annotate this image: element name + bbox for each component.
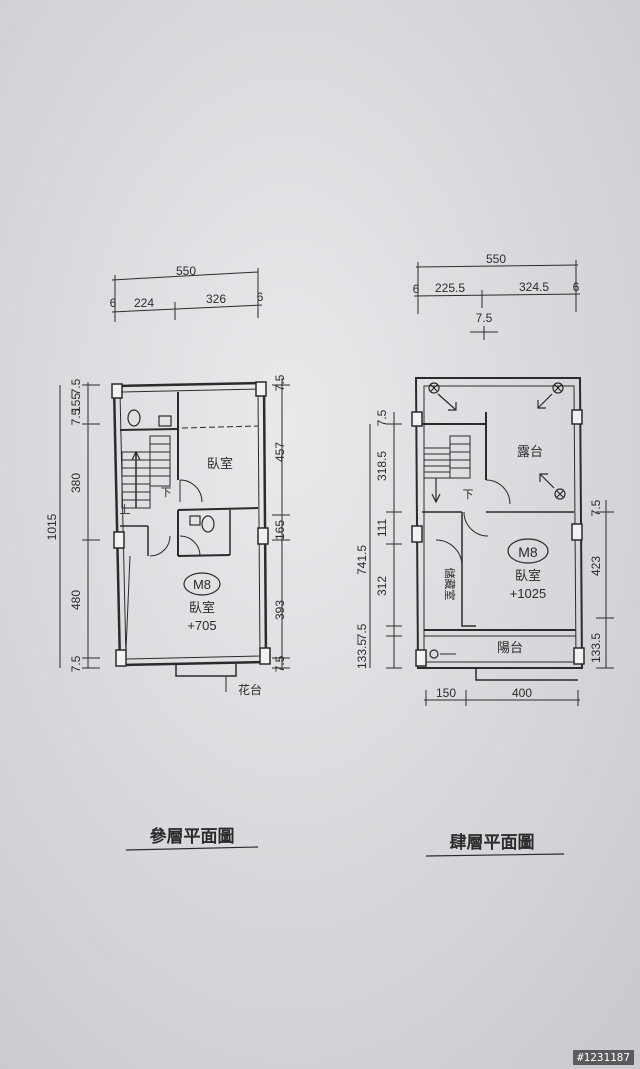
dim-top-seg-1: 6: [110, 296, 117, 310]
badge-label-4f: M8: [518, 544, 538, 560]
stair-down-label: 下: [161, 487, 172, 499]
dim-top-seg-1-4f: 6: [413, 282, 420, 296]
dim-right-seg-3-4f: 133.5: [589, 633, 603, 663]
sink-icon: [158, 415, 172, 427]
column: [257, 527, 269, 545]
dim-top-seg-2-4f: 225.5: [435, 281, 465, 295]
dim-top-seg-4: 6: [257, 290, 264, 304]
flower-bed-label: 花台: [238, 682, 262, 697]
room-label-bedroom-upper: 臥室: [207, 456, 233, 471]
dim-top-note-4f: 7.5: [476, 311, 493, 325]
outer-walls-4f: [414, 377, 584, 669]
sink-icon: [189, 515, 201, 526]
dim-left-total: 1015: [45, 513, 59, 540]
badge-ellipse: [183, 572, 221, 596]
room-label-bedroom-main: 臥室: [189, 600, 215, 615]
toilet-icon: [127, 409, 141, 427]
dim-bottom-seg-2-4f: 400: [512, 686, 532, 700]
dim-left-total-4f: 741.5: [355, 545, 369, 575]
badge-label: M8: [193, 577, 211, 592]
dim-right-seg-5: 7.5: [273, 655, 287, 672]
stair-up-label: 上: [120, 503, 131, 516]
column: [255, 381, 267, 397]
badge-ellipse-4f: [507, 538, 549, 564]
stair-icon: [121, 435, 171, 509]
dim-top-seg-3-4f: 324.5: [519, 280, 549, 294]
column: [411, 411, 423, 427]
plan-left: 550 6 224 326 6 1015 7.5 155 7.5 380 480…: [45, 264, 290, 851]
room-label-storage: 儲藏室: [443, 568, 457, 601]
room-label-bedroom-4f: 臥室: [515, 568, 541, 583]
dim-left-seg-6-4f: 133.5: [355, 639, 369, 669]
dim-right-seg-2-4f: 423: [589, 556, 603, 576]
dim-line-top-total: [111, 271, 259, 281]
plan-right: 550 6 225.5 324.5 6 7.5 741.5 7.5 318.5 …: [355, 252, 614, 857]
plan-right-title: 肆層平面圖: [450, 832, 535, 852]
column: [113, 531, 125, 549]
plan-left-title: 參層平面圖: [150, 826, 235, 846]
dim-left-seg-2-4f: 318.5: [375, 451, 389, 481]
column: [571, 409, 583, 425]
dim-left-seg-2: 155: [69, 393, 83, 413]
column: [115, 649, 127, 667]
dim-bottom-seg-1-4f: 150: [436, 686, 456, 700]
dim-right-seg-1: 7.5: [273, 374, 287, 391]
dim-right-seg-1-4f: 7.5: [589, 499, 603, 516]
dim-top-total: 550: [176, 264, 196, 278]
column: [573, 647, 585, 665]
dim-left-seg-6: 7.5: [69, 655, 83, 672]
stair-down-label-4f: 下: [463, 489, 474, 501]
room-label-balcony: 陽台: [497, 640, 523, 655]
floor-level-4f: +1025: [510, 586, 547, 601]
toilet-icon: [201, 515, 215, 533]
column: [411, 525, 423, 543]
dim-right-seg-2: 457: [273, 442, 287, 462]
drain-icon: [428, 382, 566, 500]
dim-right-seg-3: 165: [273, 520, 287, 540]
title-underline: [125, 846, 259, 851]
dim-right-seg-4: 393: [273, 600, 287, 620]
dim-left-seg-4: 380: [69, 473, 83, 493]
watermark: #1231187: [573, 1050, 634, 1065]
dim-line-top-segments: [111, 304, 263, 313]
dim-left-seg-4-4f: 312: [375, 576, 389, 596]
balcony-outline: [475, 668, 578, 681]
column: [571, 523, 583, 541]
dim-left-seg-5-4f: 7.5: [355, 623, 369, 640]
flower-bed-outline: [175, 664, 237, 677]
dim-left-seg-1-4f: 7.5: [375, 409, 389, 426]
stair-icon-4f: [423, 435, 471, 504]
dim-left-seg-3: 7.5: [69, 408, 83, 425]
dim-left-seg-5: 480: [69, 590, 83, 610]
dim-top-total-4f: 550: [486, 252, 506, 266]
dim-left-seg-3-4f: 111: [375, 519, 389, 538]
floor-level: +705: [187, 618, 216, 633]
dim-top-seg-4-4f: 6: [573, 280, 580, 294]
column: [111, 383, 123, 399]
dim-top-seg-3: 326: [206, 292, 226, 306]
dim-top-seg-2: 224: [134, 296, 154, 310]
title-underline-4f: [425, 853, 565, 857]
column: [259, 647, 271, 665]
room-label-terrace: 露台: [517, 444, 543, 459]
drain-icon: [429, 649, 439, 659]
column: [415, 649, 427, 667]
dim-left-seg-1: 7.5: [69, 378, 83, 395]
